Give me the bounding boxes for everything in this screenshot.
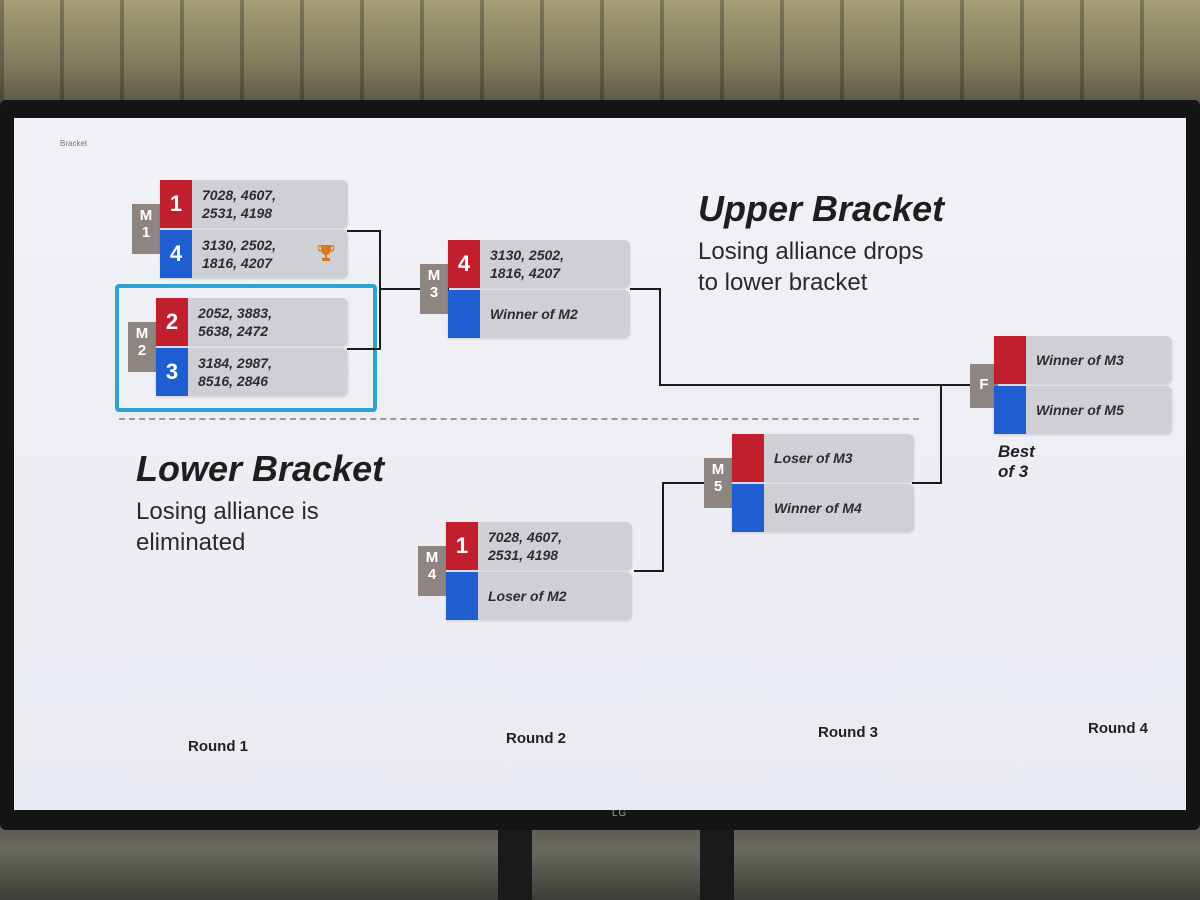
lower-desc-line2: eliminated [136,529,246,556]
lower-bracket-description: Losing alliance is eliminated [136,496,319,558]
seed-color [448,290,480,338]
best-of-note: Best of 3 [998,442,1035,481]
seed-color [446,572,478,620]
slot-placeholder: Winner of M4 [774,500,862,516]
blue-alliance-slot[interactable]: Winner of M5 [994,386,1172,434]
blue-alliance-slot[interactable]: 3 3184, 2987,8516, 2846 [156,348,348,396]
seed-number: 1 [446,522,478,570]
red-alliance-slot[interactable]: 1 7028, 4607,2531, 4198 [160,180,348,228]
team-list: 7028, 4607,2531, 4198 [202,187,276,221]
team-list: 3130, 2502,1816, 4207 [490,247,564,281]
blue-alliance-slot[interactable]: Winner of M4 [732,484,914,532]
blue-alliance-slot[interactable]: 4 3130, 2502,1816, 4207 [160,230,348,278]
seed-color [994,386,1026,434]
slot-placeholder: Loser of M2 [488,588,567,604]
round-label: Round 4 [1088,720,1148,737]
connector-line [347,348,381,350]
seed-number: 2 [156,298,188,346]
upper-bracket-title: Upper Bracket [698,188,945,229]
red-alliance-slot[interactable]: Winner of M3 [994,336,1172,384]
seed-number: 4 [448,240,480,288]
upper-bracket-description: Losing alliance drops to lower bracket [698,236,923,298]
tab-label[interactable]: Bracket [60,139,88,148]
round-label: Round 1 [188,738,248,755]
seed-number: 1 [160,180,192,228]
slot-placeholder: Winner of M2 [490,306,578,322]
connector-line [940,384,942,484]
upper-desc-line1: Losing alliance drops [698,238,924,265]
team-list: 7028, 4607,2531, 4198 [488,529,562,563]
red-alliance-slot[interactable]: 2 2052, 3883,5638, 2472 [156,298,348,346]
blue-alliance-slot[interactable]: Winner of M2 [448,290,630,338]
round-label: Round 2 [506,730,566,747]
connector-line [659,384,979,386]
connector-line [912,482,942,484]
team-list: 3184, 2987,8516, 2846 [198,355,272,389]
round-label: Round 3 [818,724,878,741]
red-alliance-slot[interactable]: 1 7028, 4607,2531, 4198 [446,522,632,570]
connector-line [662,482,664,572]
blue-alliance-slot[interactable]: Loser of M2 [446,572,632,620]
upper-desc-line2: to lower bracket [698,269,868,296]
connector-line [379,230,381,350]
slot-placeholder: Winner of M3 [1036,352,1124,368]
bracket-divider [119,418,919,420]
lower-bracket-title: Lower Bracket [136,448,385,489]
match-label: F [970,364,998,408]
bracket-screen: Bracket Upper Bracket Losing alliance dr… [14,118,1186,810]
red-alliance-slot[interactable]: Loser of M3 [732,434,914,482]
connector-line [662,482,732,484]
lower-desc-line1: Losing alliance is [136,498,319,525]
brand-logo: LG [612,808,628,819]
seed-number: 3 [156,348,188,396]
team-list: 2052, 3883,5638, 2472 [198,305,272,339]
slot-placeholder: Winner of M5 [1036,402,1124,418]
connector-line [659,288,661,386]
red-alliance-slot[interactable]: 4 3130, 2502,1816, 4207 [448,240,630,288]
connector-line [347,230,381,232]
slot-placeholder: Loser of M3 [774,450,853,466]
seed-color [732,484,764,532]
connector-line [379,288,449,290]
seed-color [732,434,764,482]
connector-line [630,288,660,290]
connector-line [634,570,664,572]
team-list: 3130, 2502,1816, 4207 [202,237,276,271]
seed-color [994,336,1026,384]
trophy-icon [318,245,334,261]
seed-number: 4 [160,230,192,278]
